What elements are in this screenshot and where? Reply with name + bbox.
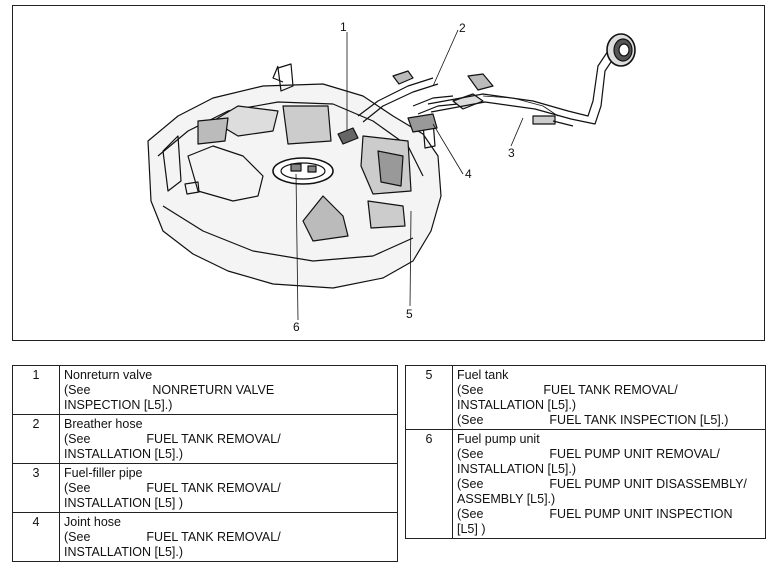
parts-table-right: 5 Fuel tank (See FUEL TANK REMOVAL/ INSTA… [405, 365, 766, 539]
see-text: (See [64, 383, 91, 397]
procedure-link-cont: INSPECTION [L5].) [64, 398, 173, 412]
see-text: (See [64, 481, 91, 495]
part-name: Fuel pump unit [457, 432, 540, 446]
see-text: (See [457, 477, 484, 491]
table-row: 4 Joint hose (See FUEL TANK REMOVAL/ INST… [12, 512, 398, 562]
procedure-link[interactable]: FUEL PUMP UNIT REMOVAL/ [549, 447, 720, 461]
procedure-link-cont: INSTALLATION [L5].) [457, 462, 577, 476]
callout-6: 6 [293, 320, 300, 334]
procedure-link-cont: INSTALLATION [L5].) [64, 447, 184, 461]
part-number: 4 [12, 512, 60, 562]
fuel-system-illustration: 1 2 3 4 5 6 [147, 20, 636, 334]
see-text: (See [457, 383, 484, 397]
part-number: 2 [12, 414, 60, 464]
procedure-link[interactable]: FUEL PUMP UNIT INSPECTION [549, 507, 733, 521]
part-number: 3 [12, 463, 60, 513]
part-number: 6 [405, 429, 453, 539]
procedure-link-cont: INSTALLATION [L5].) [64, 545, 184, 559]
table-row: 1 Nonreturn valve (See NONRETURN VALVE IN… [12, 365, 398, 415]
callout-3: 3 [508, 146, 515, 160]
callout-2: 2 [459, 21, 466, 35]
parts-table-left: 1 Nonreturn valve (See NONRETURN VALVE IN… [12, 365, 398, 562]
callout-5: 5 [406, 307, 413, 321]
procedure-link[interactable]: FUEL TANK REMOVAL/ [146, 481, 281, 495]
see-text: (See [64, 432, 91, 446]
part-name: Fuel tank [457, 368, 509, 382]
table-row: 2 Breather hose (See FUEL TANK REMOVAL/ I… [12, 414, 398, 464]
part-number: 1 [12, 365, 60, 415]
procedure-link-cont: ASSEMBLY [L5].) [457, 492, 556, 506]
fuel-tank-drawing [147, 63, 442, 289]
table-row: 6 Fuel pump unit (See FUEL PUMP UNIT REMO… [405, 429, 766, 539]
part-name: Breather hose [64, 417, 143, 431]
see-text: (See [457, 413, 484, 427]
exploded-view-diagram: 1 2 3 4 5 6 [12, 5, 765, 341]
procedure-link[interactable]: FUEL TANK REMOVAL/ [146, 432, 281, 446]
table-row: 5 Fuel tank (See FUEL TANK REMOVAL/ INSTA… [405, 365, 766, 430]
part-cell: Breather hose (See FUEL TANK REMOVAL/ INS… [59, 414, 398, 464]
table-row: 3 Fuel-filler pipe (See FUEL TANK REMOVAL… [12, 463, 398, 513]
part-cell: Fuel pump unit (See FUEL PUMP UNIT REMOVA… [452, 429, 766, 539]
procedure-link-cont: INSTALLATION [L5].) [457, 398, 577, 412]
part-name: Nonreturn valve [64, 368, 153, 382]
part-cell: Fuel tank (See FUEL TANK REMOVAL/ INSTALL… [452, 365, 766, 430]
procedure-link[interactable]: FUEL TANK REMOVAL/ [543, 383, 678, 397]
procedure-link[interactable]: FUEL TANK REMOVAL/ [146, 530, 281, 544]
callout-1: 1 [340, 20, 347, 34]
procedure-link[interactable]: FUEL PUMP UNIT DISASSEMBLY/ [549, 477, 747, 491]
procedure-link[interactable]: FUEL TANK INSPECTION [L5].) [549, 413, 729, 427]
procedure-link[interactable]: NONRETURN VALVE [152, 383, 275, 397]
callout-4: 4 [465, 167, 472, 181]
procedure-link-cont: INSTALLATION [L5] ) [64, 496, 184, 510]
see-text: (See [457, 507, 484, 521]
part-number: 5 [405, 365, 453, 430]
part-name: Joint hose [64, 515, 121, 529]
part-cell: Nonreturn valve (See NONRETURN VALVE INSP… [59, 365, 398, 415]
see-text: (See [64, 530, 91, 544]
fuel-pump-unit-drawing [272, 157, 334, 185]
see-text: (See [457, 447, 484, 461]
fuel-filler-pipe-drawing [427, 33, 636, 127]
procedure-link-cont: [L5] ) [457, 522, 486, 536]
nonreturn-valve-drawing [337, 127, 359, 145]
part-name: Fuel-filler pipe [64, 466, 143, 480]
part-cell: Joint hose (See FUEL TANK REMOVAL/ INSTAL… [59, 512, 398, 562]
